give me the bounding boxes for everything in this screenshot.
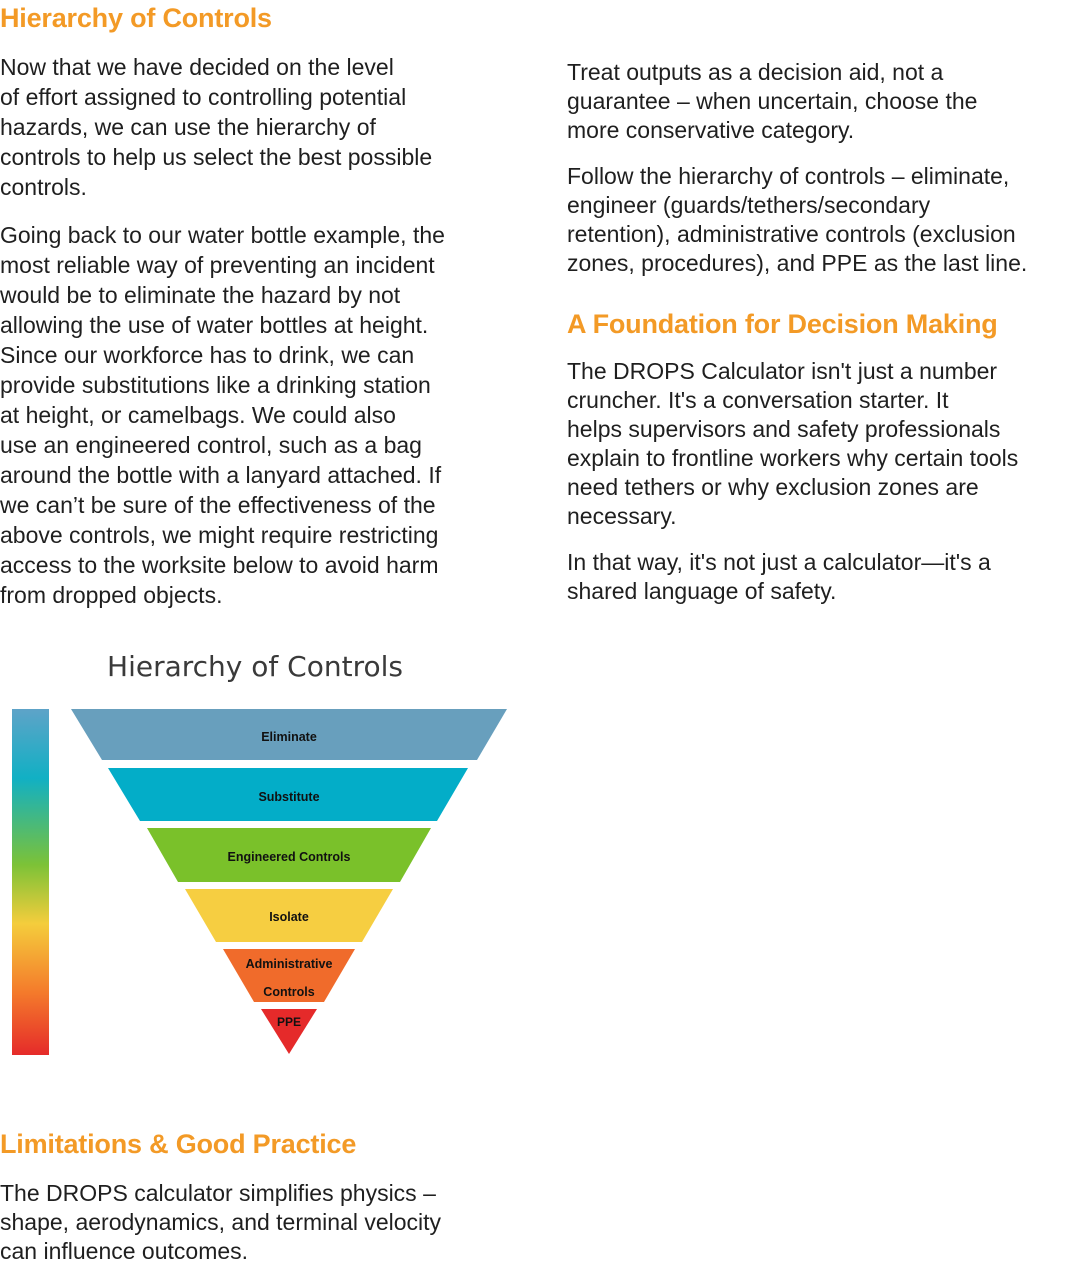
text-line: The DROPS Calculator isn't just a number xyxy=(567,358,998,384)
text-line: around the bottle with a lanyard attache… xyxy=(0,462,442,488)
paragraph-limitations: The DROPS calculator simplifies physics … xyxy=(0,1179,505,1266)
text-line: most reliable way of preventing an incid… xyxy=(0,252,435,278)
tier-administrative-controls xyxy=(223,949,355,1002)
text-line: The DROPS calculator simplifies physics … xyxy=(0,1180,436,1206)
tier-eliminate xyxy=(71,709,507,760)
tier-label-ppe: PPE xyxy=(277,1015,301,1029)
paragraph-shared-language: In that way, it's not just a calculator—… xyxy=(567,548,1067,606)
paragraph-follow-hierarchy: Follow the hierarchy of controls – elimi… xyxy=(567,162,1080,278)
section-heading-limitations: Limitations & Good Practice xyxy=(0,1129,357,1159)
tier-engineered-controls xyxy=(147,828,431,882)
paragraph-drops-calculator: The DROPS Calculator isn't just a number… xyxy=(567,357,1080,531)
text-line: at height, or camelbags. We could also xyxy=(0,402,396,428)
effectiveness-gradient-bar xyxy=(12,709,49,1055)
hierarchy-diagram-svg: Hierarchy of Controls Eliminate Substitu… xyxy=(12,650,507,1055)
text-line: provide substitutions like a drinking st… xyxy=(0,372,431,398)
tier-label-isolate: Isolate xyxy=(269,910,309,924)
text-line: explain to frontline workers why certain… xyxy=(567,445,1019,471)
text-line: need tethers or why exclusion zones are xyxy=(567,474,979,500)
text-line: shared language of safety. xyxy=(567,578,837,604)
tier-isolate xyxy=(185,889,393,942)
tier-label-substitute: Substitute xyxy=(258,790,319,804)
text-line: engineer (guards/tethers/secondary xyxy=(567,192,931,218)
text-line: more conservative category. xyxy=(567,117,855,143)
text-line: can influence outcomes. xyxy=(0,1238,249,1264)
text-line: access to the worksite below to avoid ha… xyxy=(0,552,439,578)
hierarchy-diagram: Hierarchy of Controls Eliminate Substitu… xyxy=(0,640,520,1070)
text-line: Now that we have decided on the level xyxy=(0,54,394,80)
text-line: Follow the hierarchy of controls – elimi… xyxy=(567,163,1010,189)
text-line: controls to help us select the best poss… xyxy=(0,144,433,170)
section-heading-foundation: A Foundation for Decision Making xyxy=(567,309,998,339)
text-line: cruncher. It's a conversation starter. I… xyxy=(567,387,949,413)
text-line: we can’t be sure of the effectiveness of… xyxy=(0,492,436,518)
paragraph-decision-aid: Treat outputs as a decision aid, not a g… xyxy=(567,58,1067,145)
text-line: zones, procedures), and PPE as the last … xyxy=(567,250,1028,276)
tier-substitute xyxy=(108,768,468,821)
text-line: helps supervisors and safety professiona… xyxy=(567,416,1001,442)
text-line: above controls, we might require restric… xyxy=(0,522,439,548)
tier-label-eliminate: Eliminate xyxy=(261,730,317,744)
tier-label-engineered-controls: Engineered Controls xyxy=(228,850,351,864)
text-line: retention), administrative controls (exc… xyxy=(567,221,1016,247)
text-line: Going back to our water bottle example, … xyxy=(0,222,445,248)
text-line: use an engineered control, such as a bag xyxy=(0,432,422,458)
tier-ppe xyxy=(261,1009,317,1054)
text-line: Since our workforce has to drink, we can xyxy=(0,342,415,368)
text-line: hazards, we can use the hierarchy of xyxy=(0,114,376,140)
paragraph-water-bottle: Going back to our water bottle example, … xyxy=(0,220,515,610)
text-line: controls. xyxy=(0,174,87,200)
text-line: guarantee – when uncertain, choose the xyxy=(567,88,978,114)
text-line: necessary. xyxy=(567,503,677,529)
tier-label-controls: Controls xyxy=(263,985,314,999)
text-line: of effort assigned to controlling potent… xyxy=(0,84,407,110)
tier-label-administrative: Administrative xyxy=(246,957,333,971)
text-line: shape, aerodynamics, and terminal veloci… xyxy=(0,1209,442,1235)
paragraph-intro: Now that we have decided on the level of… xyxy=(0,52,505,202)
section-heading-hierarchy: Hierarchy of Controls xyxy=(0,3,272,33)
text-line: In that way, it's not just a calculator—… xyxy=(567,549,991,575)
text-line: Treat outputs as a decision aid, not a xyxy=(567,59,944,85)
text-line: from dropped objects. xyxy=(0,582,223,608)
diagram-title: Hierarchy of Controls xyxy=(107,650,403,683)
text-line: allowing the use of water bottles at hei… xyxy=(0,312,429,338)
text-line: would be to eliminate the hazard by not xyxy=(0,282,401,308)
